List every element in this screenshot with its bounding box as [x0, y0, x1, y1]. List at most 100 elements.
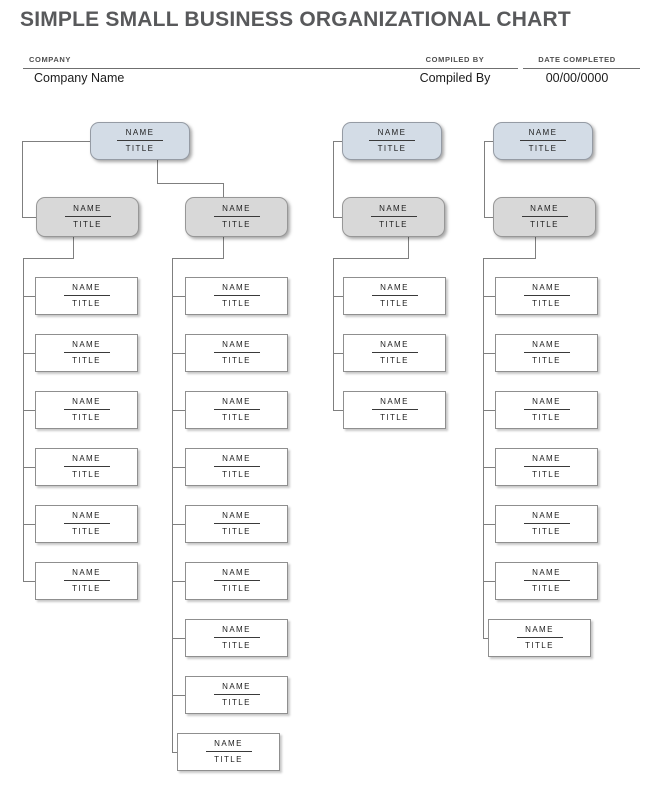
org-node-staff[interactable]: NAME TITLE — [343, 277, 446, 315]
date-completed-value-field[interactable]: 00/00/0000 — [545, 71, 609, 85]
node-title-placeholder: TITLE — [380, 299, 409, 308]
node-name-placeholder: NAME — [72, 454, 101, 463]
connector-line — [23, 410, 35, 411]
name-title-divider — [516, 637, 563, 638]
name-title-divider — [213, 580, 260, 581]
org-node-staff[interactable]: NAME TITLE — [343, 334, 446, 372]
node-title-placeholder: TITLE — [72, 584, 101, 593]
node-name-placeholder: NAME — [532, 283, 561, 292]
org-node-staff[interactable]: NAME TITLE — [35, 334, 138, 372]
connector-line — [172, 296, 185, 297]
org-node-staff[interactable]: NAME TITLE — [185, 277, 288, 315]
node-name-placeholder: NAME — [222, 340, 251, 349]
connector-line — [157, 183, 224, 184]
org-node-staff[interactable]: NAME TITLE — [185, 448, 288, 486]
name-title-divider — [523, 580, 570, 581]
connector-line — [333, 141, 334, 217]
org-node-staff[interactable]: NAME TITLE — [177, 733, 280, 771]
org-node-staff[interactable]: NAME TITLE — [185, 562, 288, 600]
connector-line — [483, 467, 495, 468]
org-node-manager[interactable]: NAME TITLE — [36, 197, 139, 237]
node-name-placeholder: NAME — [222, 204, 251, 213]
connector-line — [23, 524, 35, 525]
node-title-placeholder: TITLE — [379, 220, 408, 229]
org-node-top[interactable]: NAME TITLE — [493, 122, 593, 160]
node-name-placeholder: NAME — [222, 568, 251, 577]
name-title-divider — [523, 409, 570, 410]
name-title-divider — [371, 295, 418, 296]
node-name-placeholder: NAME — [73, 204, 102, 213]
node-name-placeholder: NAME — [377, 128, 407, 137]
org-node-staff[interactable]: NAME TITLE — [185, 334, 288, 372]
node-title-placeholder: TITLE — [532, 527, 561, 536]
org-node-manager[interactable]: NAME TITLE — [342, 197, 445, 237]
node-name-placeholder: NAME — [532, 568, 561, 577]
connector-line — [483, 638, 488, 639]
org-node-staff[interactable]: NAME TITLE — [185, 619, 288, 657]
org-node-staff[interactable]: NAME TITLE — [35, 448, 138, 486]
org-node-staff[interactable]: NAME TITLE — [35, 391, 138, 429]
name-title-divider — [521, 216, 568, 217]
node-title-placeholder: TITLE — [528, 144, 558, 153]
node-title-placeholder: TITLE — [222, 584, 251, 593]
name-title-divider — [64, 216, 111, 217]
connector-line — [483, 258, 484, 638]
node-name-placeholder: NAME — [380, 340, 409, 349]
name-title-divider — [63, 409, 110, 410]
name-title-divider — [63, 580, 110, 581]
node-title-placeholder: TITLE — [222, 356, 251, 365]
name-title-divider — [63, 352, 110, 353]
name-title-divider — [371, 409, 418, 410]
node-name-placeholder: NAME — [222, 397, 251, 406]
org-node-staff[interactable]: NAME TITLE — [35, 277, 138, 315]
node-name-placeholder: NAME — [380, 283, 409, 292]
org-node-staff[interactable]: NAME TITLE — [35, 562, 138, 600]
node-name-placeholder: NAME — [72, 283, 101, 292]
node-name-placeholder: NAME — [72, 340, 101, 349]
node-name-placeholder: NAME — [528, 128, 558, 137]
org-node-staff[interactable]: NAME TITLE — [185, 505, 288, 543]
connector-line — [172, 258, 173, 752]
org-node-staff[interactable]: NAME TITLE — [343, 391, 446, 429]
org-node-staff[interactable]: NAME TITLE — [495, 505, 598, 543]
node-name-placeholder: NAME — [72, 511, 101, 520]
name-title-divider — [213, 466, 260, 467]
node-name-placeholder: NAME — [532, 340, 561, 349]
org-node-staff[interactable]: NAME TITLE — [35, 505, 138, 543]
node-name-placeholder: NAME — [214, 739, 243, 748]
connector-line — [172, 638, 185, 639]
org-node-manager[interactable]: NAME TITLE — [185, 197, 288, 237]
connector-line — [23, 296, 35, 297]
org-node-staff[interactable]: NAME TITLE — [185, 391, 288, 429]
node-title-placeholder: TITLE — [72, 527, 101, 536]
node-title-placeholder: TITLE — [72, 356, 101, 365]
org-node-staff[interactable]: NAME TITLE — [495, 562, 598, 600]
org-node-staff[interactable]: NAME TITLE — [488, 619, 591, 657]
company-label: COMPANY — [29, 55, 71, 64]
node-title-placeholder: TITLE — [530, 220, 559, 229]
name-title-divider — [63, 295, 110, 296]
org-node-staff[interactable]: NAME TITLE — [495, 277, 598, 315]
org-node-manager[interactable]: NAME TITLE — [493, 197, 596, 237]
compiled-by-value-field[interactable]: Compiled By — [419, 71, 491, 85]
org-node-top[interactable]: NAME TITLE — [90, 122, 190, 160]
name-title-divider — [523, 523, 570, 524]
connector-line — [172, 695, 185, 696]
connector-line — [333, 141, 342, 142]
org-node-staff[interactable]: NAME TITLE — [495, 334, 598, 372]
connector-line — [23, 467, 35, 468]
node-name-placeholder: NAME — [72, 397, 101, 406]
node-title-placeholder: TITLE — [222, 413, 251, 422]
connector-line — [172, 752, 177, 753]
org-node-staff[interactable]: NAME TITLE — [185, 676, 288, 714]
name-title-divider — [213, 637, 260, 638]
connector-line — [483, 296, 495, 297]
org-node-staff[interactable]: NAME TITLE — [495, 391, 598, 429]
node-title-placeholder: TITLE — [532, 584, 561, 593]
company-value-field[interactable]: Company Name — [34, 71, 125, 85]
node-title-placeholder: TITLE — [222, 698, 251, 707]
name-title-divider — [213, 216, 260, 217]
org-node-staff[interactable]: NAME TITLE — [495, 448, 598, 486]
org-node-top[interactable]: NAME TITLE — [342, 122, 442, 160]
node-title-placeholder: TITLE — [532, 470, 561, 479]
